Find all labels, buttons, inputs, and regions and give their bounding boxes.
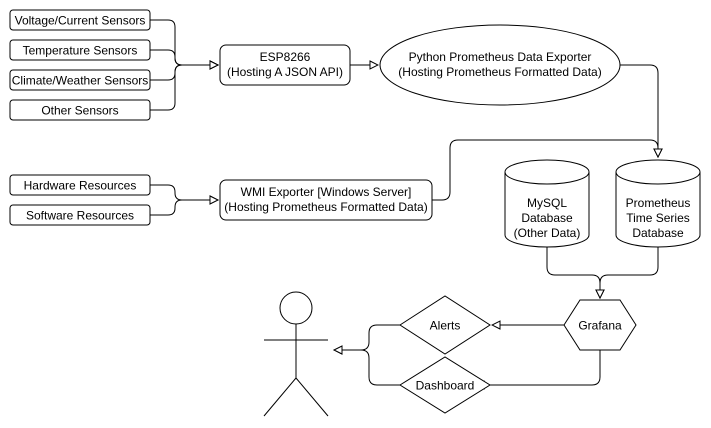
sensor-node-climate[interactable]: Climate/Weather Sensors — [9, 69, 151, 91]
mysql-label-line: MySQL — [527, 196, 567, 210]
edge-python-to-prometheus — [620, 64, 658, 157]
edge-dashboard-to-user — [334, 350, 400, 386]
sensor-label: Temperature Sensors — [23, 44, 138, 58]
edge-climate-to-esp — [150, 65, 218, 81]
edge-other-to-esp — [150, 65, 218, 111]
sensor-node-temperature[interactable]: Temperature Sensors — [9, 39, 151, 61]
edge-wmi-to-prometheus — [432, 139, 658, 201]
esp8266-title: ESP8266 — [260, 50, 311, 64]
edge-mysql-to-grafana — [546, 247, 600, 298]
user-actor-icon — [263, 291, 329, 417]
python-exporter-node[interactable]: Python Prometheus Data Exporter (Hosting… — [379, 24, 621, 106]
esp8266-subtitle: (Hosting A JSON API) — [227, 65, 343, 79]
mysql-label-line: Database — [521, 211, 573, 225]
prometheus-label-line: Prometheus — [626, 196, 691, 210]
wmi-exporter-subtitle: (Hosting Prometheus Formatted Data) — [224, 200, 427, 214]
sensor-label: Other Sensors — [41, 104, 118, 118]
resource-label: Software Resources — [26, 209, 134, 223]
sensor-label: Climate/Weather Sensors — [12, 74, 149, 88]
resource-node-hardware[interactable]: Hardware Resources — [9, 174, 151, 196]
mysql-label-line: (Other Data) — [514, 226, 581, 240]
wmi-exporter-node[interactable]: WMI Exporter [Windows Server] (Hosting P… — [219, 179, 433, 221]
sensor-node-other[interactable]: Other Sensors — [9, 99, 151, 121]
esp8266-node[interactable]: ESP8266 (Hosting A JSON API) — [219, 44, 351, 86]
grafana-label: Grafana — [578, 319, 622, 333]
edge-software-to-wmi — [150, 200, 218, 216]
edge-hardware-to-wmi — [150, 184, 218, 200]
dashboard-node[interactable]: Dashboard — [399, 356, 491, 414]
resource-node-software[interactable]: Software Resources — [9, 204, 151, 226]
resource-label: Hardware Resources — [24, 179, 137, 193]
alerts-node[interactable]: Alerts — [399, 295, 491, 355]
grafana-node[interactable]: Grafana — [563, 299, 637, 351]
sensor-label: Voltage/Current Sensors — [15, 14, 146, 28]
prometheus-label-line: Time Series — [626, 211, 690, 225]
edge-voltage-to-esp — [150, 19, 218, 65]
alerts-label: Alerts — [430, 319, 461, 333]
wmi-exporter-title: WMI Exporter [Windows Server] — [241, 185, 412, 199]
mysql-database-node[interactable]: MySQL Database (Other Data) — [504, 159, 590, 248]
edge-prometheus-to-grafana — [600, 247, 659, 298]
prometheus-label-line: Database — [632, 226, 684, 240]
edge-temperature-to-esp — [150, 49, 218, 65]
dashboard-label: Dashboard — [416, 379, 475, 393]
python-exporter-title: Python Prometheus Data Exporter — [409, 50, 592, 64]
prometheus-database-node[interactable]: Prometheus Time Series Database — [615, 159, 701, 248]
sensor-node-voltage[interactable]: Voltage/Current Sensors — [9, 9, 151, 31]
edge-alerts-to-user — [334, 324, 400, 350]
python-exporter-subtitle: (Hosting Prometheus Formatted Data) — [398, 65, 601, 79]
edges — [150, 19, 659, 386]
edge-grafana-to-dashboard — [476, 350, 601, 385]
